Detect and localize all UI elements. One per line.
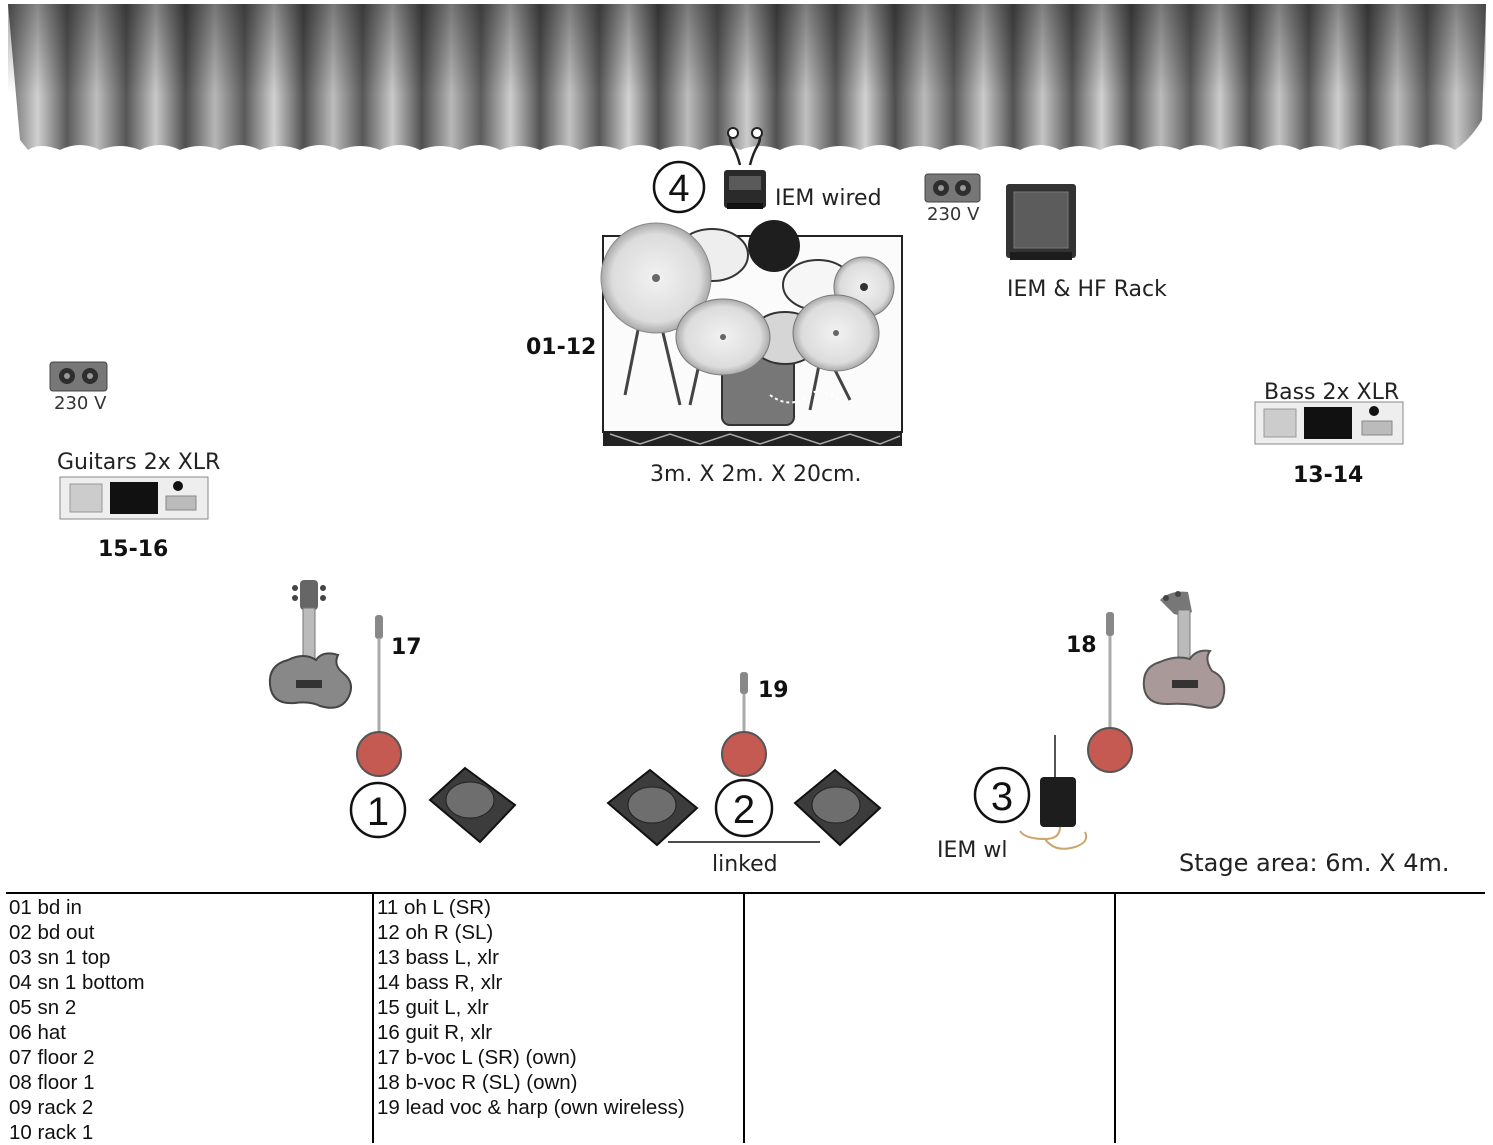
mic-18-label: 18	[1066, 633, 1097, 658]
channel-row: 04 sn 1 bottom	[9, 971, 145, 994]
floor-wedge-icon	[428, 766, 517, 844]
channel-row: 02 bd out	[9, 921, 95, 944]
channel-list-col-3	[743, 894, 1114, 1143]
floor-wedge-icon	[606, 768, 699, 847]
channel-row: 05 sn 2	[9, 996, 77, 1019]
channel-row: 10 rack 1	[9, 1121, 94, 1144]
mic-stand-19-icon	[721, 672, 767, 777]
di-box-icon	[59, 476, 209, 520]
position-2-marker: 2	[714, 778, 774, 838]
bodypack-receiver-icon	[1019, 735, 1088, 850]
position-3-label: 3	[991, 775, 1013, 819]
channel-row: 13 bass L, xlr	[377, 946, 499, 969]
channel-row: 19 lead voc & harp (own wireless)	[377, 1096, 685, 1119]
position-4-marker: 4	[652, 160, 706, 214]
riser-size-label: 3m. X 2m. X 20cm.	[650, 462, 862, 487]
stage-diagram: 4 1 2 3	[8, 4, 1486, 850]
drum-kit-icon	[600, 220, 895, 426]
guitars-channels-label: 15-16	[98, 537, 169, 562]
position-1-label: 1	[367, 790, 389, 834]
di-box-icon	[1254, 401, 1404, 445]
channel-row: 06 hat	[9, 1021, 66, 1044]
power-outlet-icon	[924, 173, 981, 203]
bass-guitar-icon	[1142, 591, 1226, 709]
iem-wired-label: IEM wired	[775, 186, 882, 211]
linked-label: linked	[712, 852, 778, 877]
channel-list-table: 01 bd in 02 bd out 03 sn 1 top 04 sn 1 b…	[6, 892, 1485, 1144]
in-ear-monitor-icon	[724, 127, 766, 209]
guitars-di-label: Guitars 2x XLR	[57, 450, 221, 475]
channel-list-col-4	[1114, 894, 1485, 1143]
channel-row: 01 bd in	[9, 896, 82, 919]
channel-row: 03 sn 1 top	[9, 946, 111, 969]
channel-row: 11 oh L (SR)	[377, 896, 491, 919]
position-3-marker: 3	[973, 766, 1031, 824]
iem-wl-label: IEM wl	[937, 838, 1008, 863]
channel-list-col-2: 11 oh L (SR) 12 oh R (SL) 13 bass L, xlr…	[372, 894, 743, 1143]
mic-stand-18-icon	[1087, 612, 1133, 773]
channel-row: 16 guit R, xlr	[377, 1021, 493, 1044]
mic-stand-17-icon	[356, 615, 402, 777]
mic-19-label: 19	[758, 678, 789, 703]
stage-curtain	[8, 4, 1486, 154]
channel-row: 08 floor 1	[9, 1071, 95, 1094]
bass-channels-label: 13-14	[1293, 463, 1364, 488]
channel-row: 14 bass R, xlr	[377, 971, 503, 994]
bass-di-label: Bass 2x XLR	[1264, 380, 1400, 405]
stage-area-label: Stage area: 6m. X 4m.	[1179, 849, 1450, 877]
channel-row: 12 oh R (SL)	[377, 921, 494, 944]
channel-row: 15 guit L, xlr	[377, 996, 489, 1019]
position-4-label: 4	[668, 168, 689, 210]
position-1-marker: 1	[349, 781, 407, 839]
channel-row: 09 rack 2	[9, 1096, 94, 1119]
channel-row: 07 floor 2	[9, 1046, 95, 1069]
power-top-label: 230 V	[927, 204, 980, 225]
electric-guitar-icon	[268, 580, 353, 709]
mic-17-label: 17	[391, 635, 422, 660]
iem-hf-rack-label: IEM & HF Rack	[1007, 277, 1167, 302]
rack-cabinet-icon	[1006, 184, 1076, 260]
channel-row: 17 b-voc L (SR) (own)	[377, 1046, 577, 1069]
channel-row: 18 b-voc R (SL) (own)	[377, 1071, 578, 1094]
channel-list-col-1: 01 bd in 02 bd out 03 sn 1 top 04 sn 1 b…	[6, 894, 372, 1144]
drums-channels-label: 01-12	[526, 335, 597, 360]
floor-wedge-icon	[793, 768, 882, 847]
position-2-label: 2	[733, 788, 755, 832]
power-left-label: 230 V	[54, 393, 107, 414]
power-outlet-icon	[49, 361, 108, 392]
